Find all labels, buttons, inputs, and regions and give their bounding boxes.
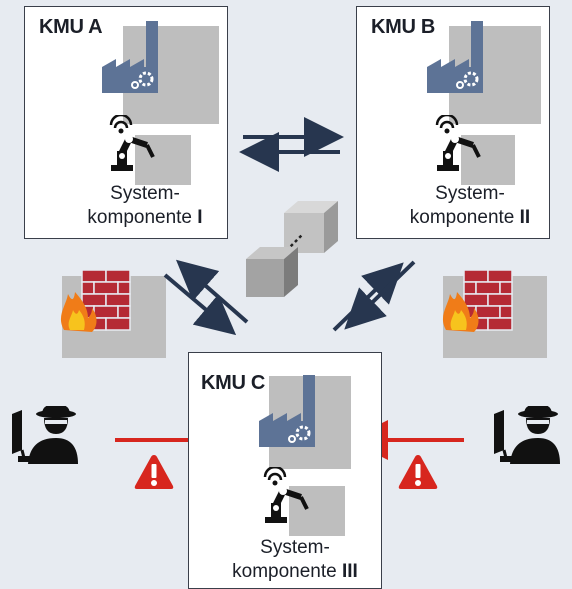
kmu-b-caption-line1: System- <box>435 183 505 204</box>
kmu-b-numeral: II <box>519 207 531 228</box>
robot-arm-wireless-icon <box>109 115 155 171</box>
kmu-a-title: KMU A <box>39 16 103 38</box>
kmu-a-caption-line2: komponente I <box>87 207 203 228</box>
warning-triangle-icon <box>134 455 174 489</box>
hacker-computer-icon <box>494 406 560 464</box>
kmu-c-numeral: III <box>342 561 358 582</box>
robot-arm-wireless-icon <box>435 115 481 171</box>
factory-gear-icon <box>427 21 483 93</box>
kmu-a-caption-line1: System- <box>110 183 180 204</box>
arrow-b-to-c <box>344 260 416 330</box>
kmu-a-numeral: I <box>197 207 203 228</box>
data-cube-icon <box>246 201 338 297</box>
kmu-b-node: KMU B System- komponente II <box>356 6 550 239</box>
kmu-c-node: KMU C System- komponente III <box>188 352 382 589</box>
factory-gear-icon <box>102 21 158 93</box>
arrow-c-to-a <box>175 259 249 324</box>
kmu-b-caption: System- komponente II <box>395 182 545 230</box>
hacker-computer-icon <box>12 406 78 464</box>
arrow-c-to-b <box>332 262 404 332</box>
kmu-c-caption-line2: komponente III <box>232 561 358 582</box>
warning-triangle-icon <box>398 455 438 489</box>
arrow-a-to-c <box>163 273 237 336</box>
kmu-c-caption: System- komponente III <box>215 536 375 584</box>
kmu-a-node: KMU A System- komponente I <box>24 6 228 239</box>
kmu-b-title: KMU B <box>371 16 436 38</box>
kmu-b-caption-line2: komponente II <box>409 207 531 228</box>
kmu-c-caption-line1: System- <box>260 537 330 558</box>
kmu-c-title: KMU C <box>201 372 266 394</box>
robot-arm-wireless-icon <box>263 467 309 523</box>
kmu-a-caption: System- komponente I <box>75 182 215 230</box>
firewall-icon <box>60 270 131 332</box>
factory-gear-icon <box>259 375 315 447</box>
firewall-icon <box>442 270 513 332</box>
